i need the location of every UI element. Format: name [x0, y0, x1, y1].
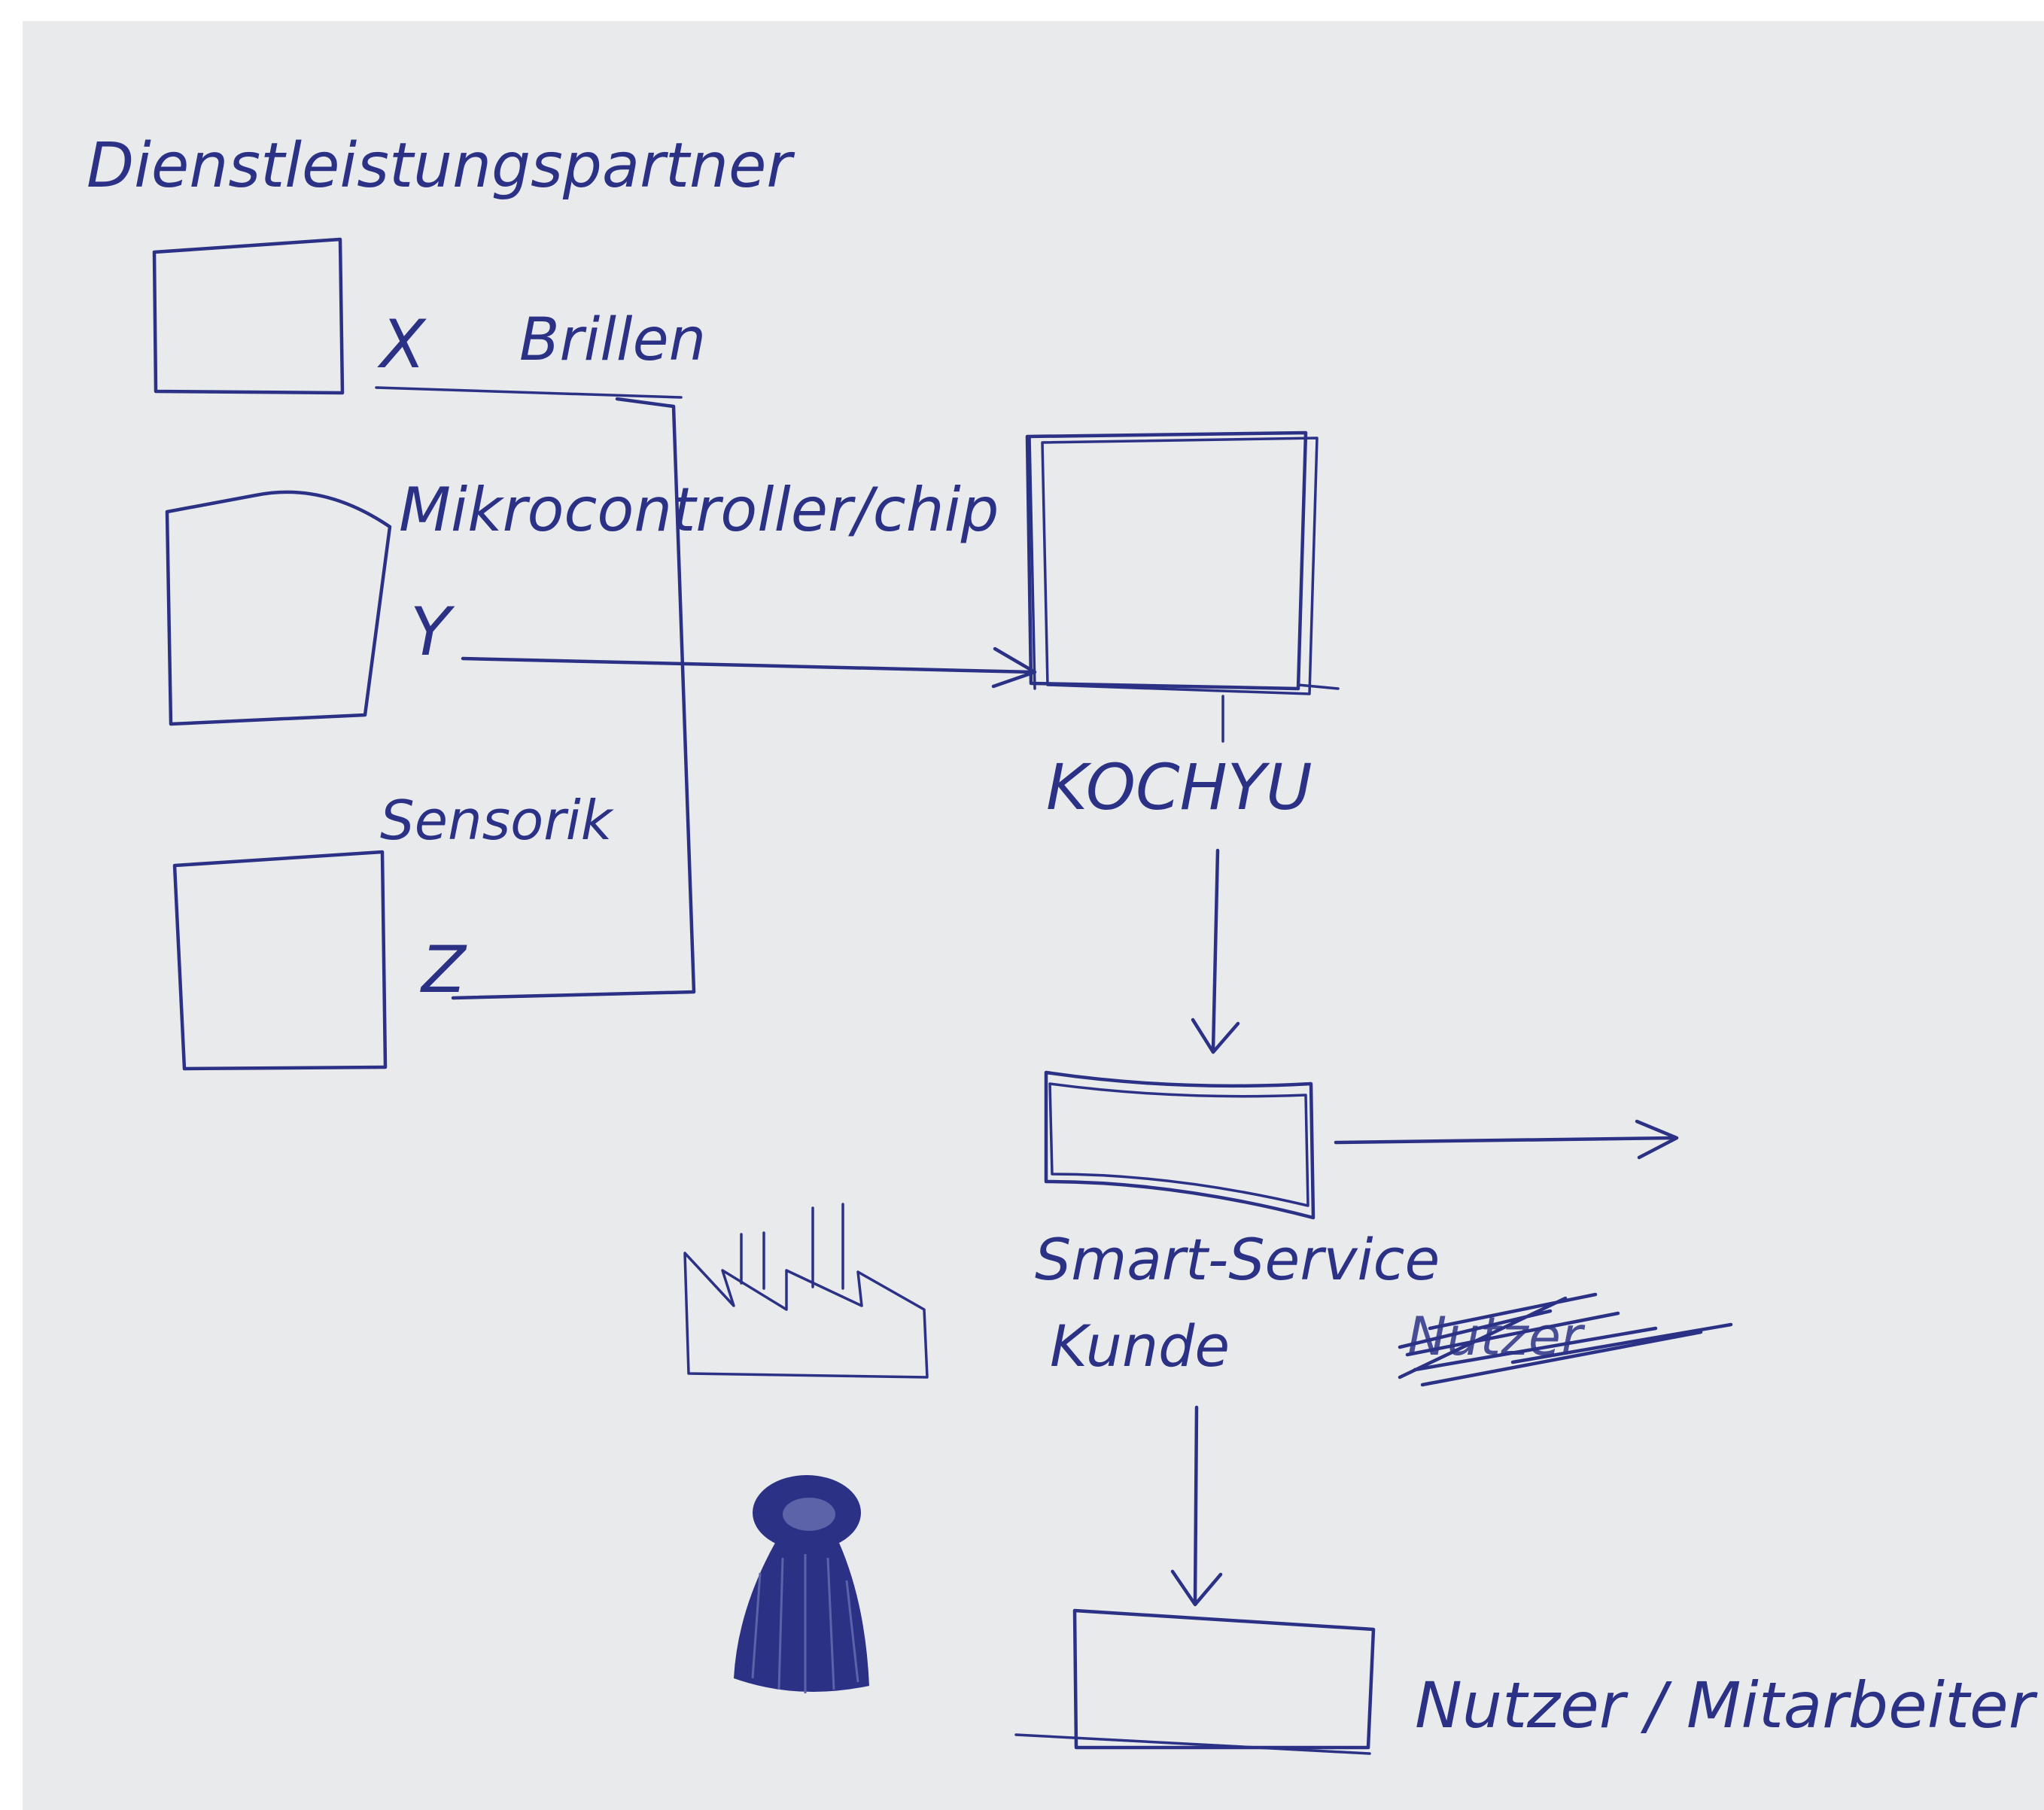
arrow-y-to-hub-head — [991, 646, 1037, 689]
partner-z-letter: Z — [420, 932, 467, 1008]
user-label: Nutzer / Mitarbeiter — [1415, 1669, 2038, 1742]
partner-y-letter: Y — [410, 593, 455, 671]
diagram-title: Dienstleistungspartner — [87, 130, 795, 202]
arrow-hub-to-service — [1211, 848, 1220, 1052]
arrow-service-to-user-head — [1170, 1569, 1223, 1607]
smart-service-sublabel: Kunde — [1050, 1313, 1230, 1380]
factory-icon — [683, 1203, 929, 1379]
hub-box — [1025, 430, 1340, 695]
partner-box-y — [165, 490, 392, 726]
crossed-out-word: Nutzer — [1398, 1292, 1733, 1387]
partner-x-label: Brillen — [519, 306, 706, 374]
underline-brillen — [375, 386, 683, 399]
partner-y-label: Mikrocontroller/chip — [399, 475, 999, 545]
partner-box-z — [172, 850, 388, 1071]
arrow-service-to-user — [1193, 1405, 1199, 1605]
hub-label: KOCHYU — [1046, 750, 1312, 824]
user-box — [1014, 1608, 1376, 1755]
partner-z-label: Sensorik — [380, 789, 615, 852]
partner-bracket-line — [451, 397, 696, 1000]
smart-service-label: Smart-Service — [1035, 1226, 1440, 1293]
arrow-service-right-head — [1635, 1119, 1679, 1160]
partner-x-letter: X — [377, 306, 427, 383]
paper-sheet — [23, 21, 2044, 1810]
smart-service-box — [1044, 1070, 1316, 1220]
partner-box-x — [152, 237, 345, 395]
arrow-y-to-hub — [461, 656, 1035, 674]
arrow-service-right — [1334, 1136, 1677, 1145]
arrow-hub-to-service-head — [1191, 1018, 1240, 1054]
person-icon — [734, 1475, 869, 1693]
